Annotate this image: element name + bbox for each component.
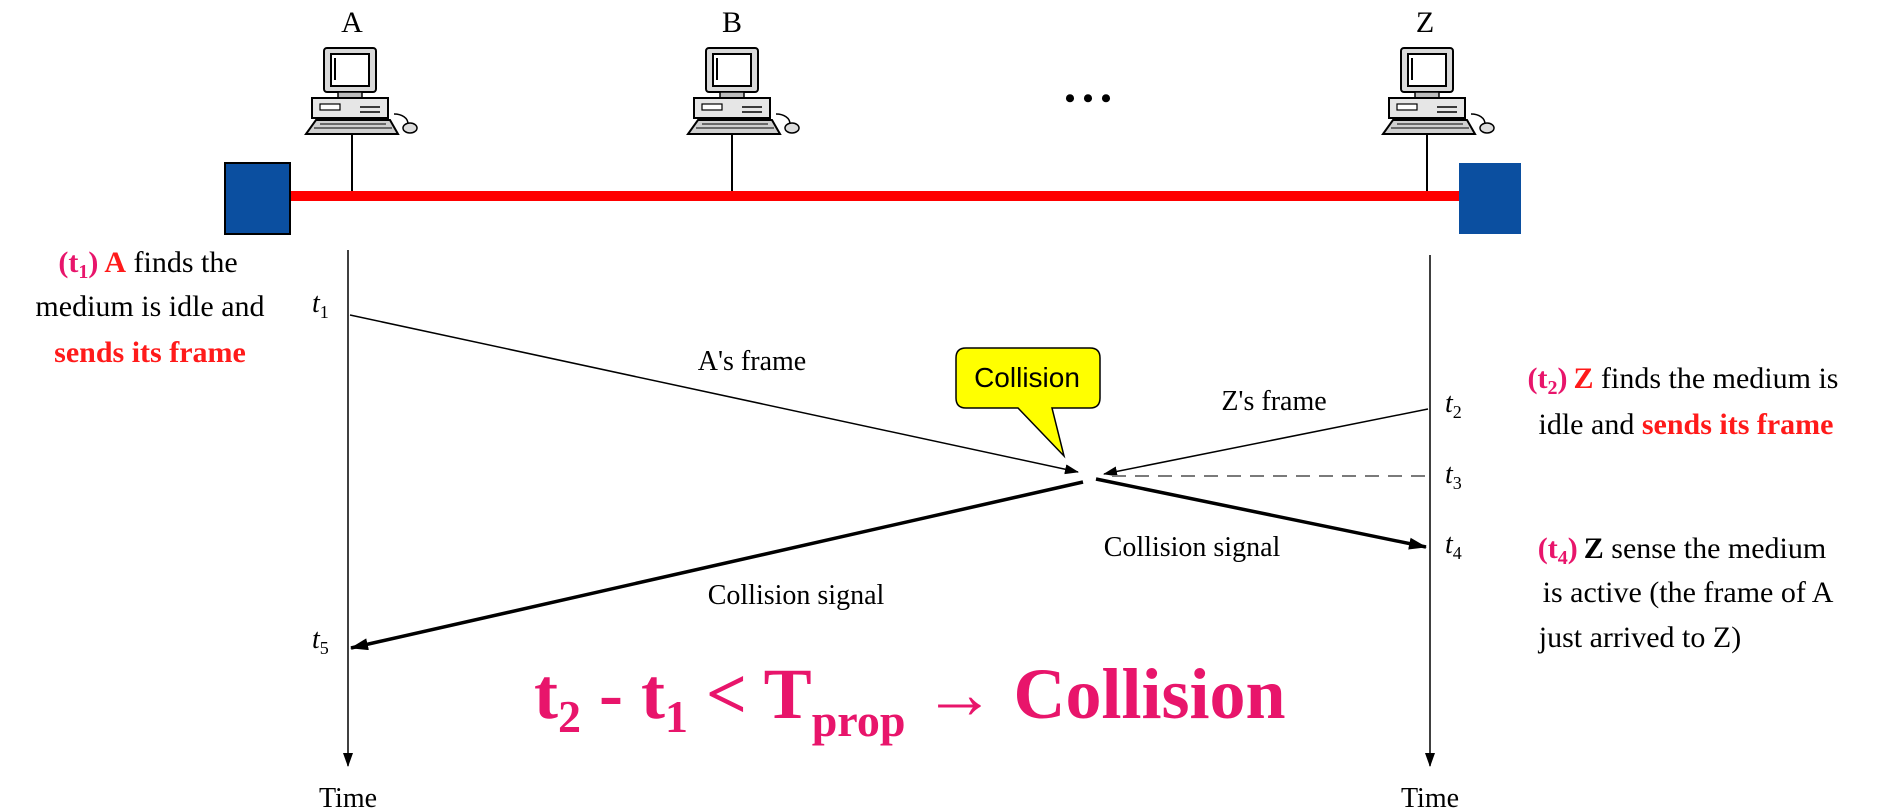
note-t4-line1: (t4)Z sense the medium (1538, 532, 1826, 569)
computer-icon-b (687, 47, 800, 135)
collision-signal-arrow-left (350, 480, 1084, 651)
note-t1-line3: sends its frame (54, 336, 246, 369)
station-label-a: A (341, 6, 363, 39)
terminator-left (224, 162, 291, 235)
terminator-right (1459, 163, 1521, 234)
collision-callout-text: Collision (974, 362, 1080, 393)
marker-t2: t2 (1445, 388, 1462, 422)
note-t4-line2: is active (the frame of A (1543, 576, 1834, 609)
marker-t4: t4 (1445, 529, 1462, 563)
a-frame-label: A's frame (698, 346, 806, 377)
note-t4-line3: just arrived to Z) (1538, 621, 1741, 654)
time-label-right: Time (1401, 783, 1459, 811)
station-label-z: Z (1416, 6, 1434, 39)
collision-signal-label-right: Collision signal (1104, 532, 1281, 563)
note-t2-line1: (t2)Z finds the medium is (1528, 362, 1839, 399)
note-t2-line2: idle and sends its frame (1539, 408, 1834, 441)
a-frame-arrow (349, 314, 1079, 475)
note-t1-line1: (t1)A finds the (58, 246, 237, 283)
z-frame-arrow (1103, 408, 1429, 477)
collision-callout: Collision (955, 347, 1101, 459)
marker-t3: t3 (1445, 459, 1462, 493)
collision-signal-arrow-right (1095, 477, 1427, 550)
note-t1: (t1)A finds the medium is idle and sends… (35, 246, 264, 369)
marker-t5: t5 (312, 624, 329, 658)
note-t2: (t2)Z finds the medium is idle and sends… (1528, 362, 1839, 441)
z-frame-label: Z's frame (1221, 386, 1326, 417)
note-t1-line2: medium is idle and (35, 290, 264, 323)
station-label-b: B (722, 6, 742, 39)
time-label-left: Time (319, 783, 377, 811)
collision-signal-label-left: Collision signal (708, 580, 885, 611)
note-t4: (t4)Z sense the medium is active (the fr… (1538, 532, 1834, 654)
bus-cable (288, 191, 1460, 201)
collision-formula: t2 - t1 < Tprop → Collision (534, 654, 1286, 746)
more-stations-ellipsis: • • • (1065, 82, 1112, 115)
computer-icon-a (305, 47, 418, 135)
marker-t1: t1 (312, 288, 329, 322)
computer-icon-z (1382, 47, 1495, 135)
